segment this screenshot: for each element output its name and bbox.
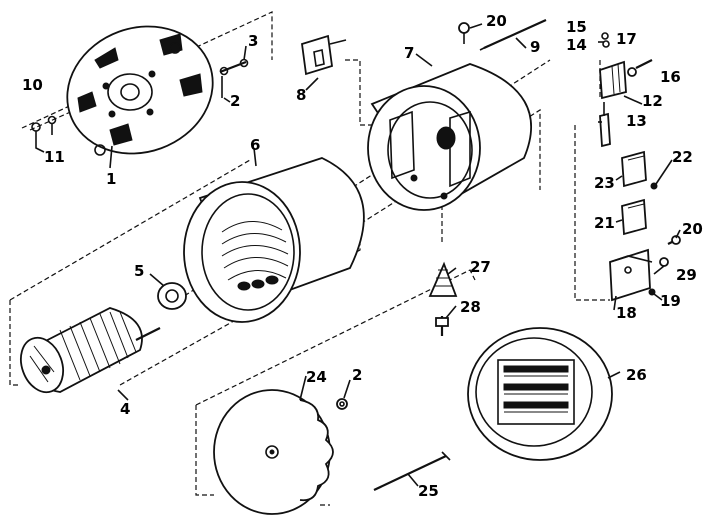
label-part-7: 7	[404, 44, 414, 62]
label-part-11: 11	[44, 148, 65, 166]
label-part-12: 12	[642, 92, 663, 110]
label-part-19: 19	[660, 292, 681, 310]
mounting-bracket-parts	[609, 235, 681, 302]
part-24-fan	[213, 389, 334, 515]
label-part-26: 26	[626, 366, 647, 384]
label-part-20-right: 20	[682, 220, 703, 238]
label-part-24: 24	[306, 368, 327, 386]
label-part-20-top: 20	[486, 12, 507, 30]
label-part-17: 17	[616, 30, 637, 48]
part-number-labels: 1 2 3 4 5 6 7 8 9 10 11 12 13 14 15 16 1…	[22, 12, 703, 500]
part-20-screw-top	[458, 22, 470, 44]
label-part-21: 21	[594, 214, 615, 232]
switch-assembly-parts	[599, 32, 653, 148]
hardware-washers-screws	[31, 58, 249, 153]
label-part-22: 22	[672, 148, 693, 166]
part-1-end-bell	[66, 25, 214, 156]
leader-lines	[109, 23, 681, 487]
label-part-4: 4	[120, 400, 130, 418]
label-part-28: 28	[460, 298, 481, 316]
label-part-10: 10	[22, 76, 43, 94]
label-part-29: 29	[676, 266, 697, 284]
label-part-25: 25	[418, 482, 439, 500]
label-part-13: 13	[626, 112, 647, 130]
part-2-nut-lower	[336, 398, 348, 410]
label-part-15: 15	[566, 18, 587, 36]
part-26-grille-cover	[467, 327, 613, 461]
label-part-14: 14	[566, 36, 587, 54]
label-part-23: 23	[594, 174, 615, 192]
capacitor-and-relay-parts	[621, 150, 658, 236]
label-part-18: 18	[616, 304, 637, 322]
part-28-screw	[435, 316, 449, 336]
part-25-through-bolt	[373, 451, 451, 491]
label-part-2: 2	[230, 92, 240, 110]
label-part-9: 9	[530, 38, 540, 56]
part-7-brush-housing	[367, 63, 533, 211]
label-part-1: 1	[106, 170, 116, 188]
label-part-6: 6	[250, 136, 260, 154]
label-part-27: 27	[470, 258, 491, 276]
part-27-rubber-boot	[428, 261, 458, 297]
label-part-2-lower: 2	[352, 366, 362, 384]
part-9-tie-rod	[479, 18, 547, 51]
part-6-stator-housing	[183, 157, 365, 323]
part-8-terminal-block	[301, 34, 347, 76]
part-4-rotor-armature	[20, 307, 161, 394]
label-part-5: 5	[134, 262, 144, 280]
label-part-3: 3	[248, 32, 258, 50]
label-part-8: 8	[296, 86, 306, 104]
part-5-bearing	[157, 282, 187, 310]
label-part-16: 16	[660, 68, 681, 86]
